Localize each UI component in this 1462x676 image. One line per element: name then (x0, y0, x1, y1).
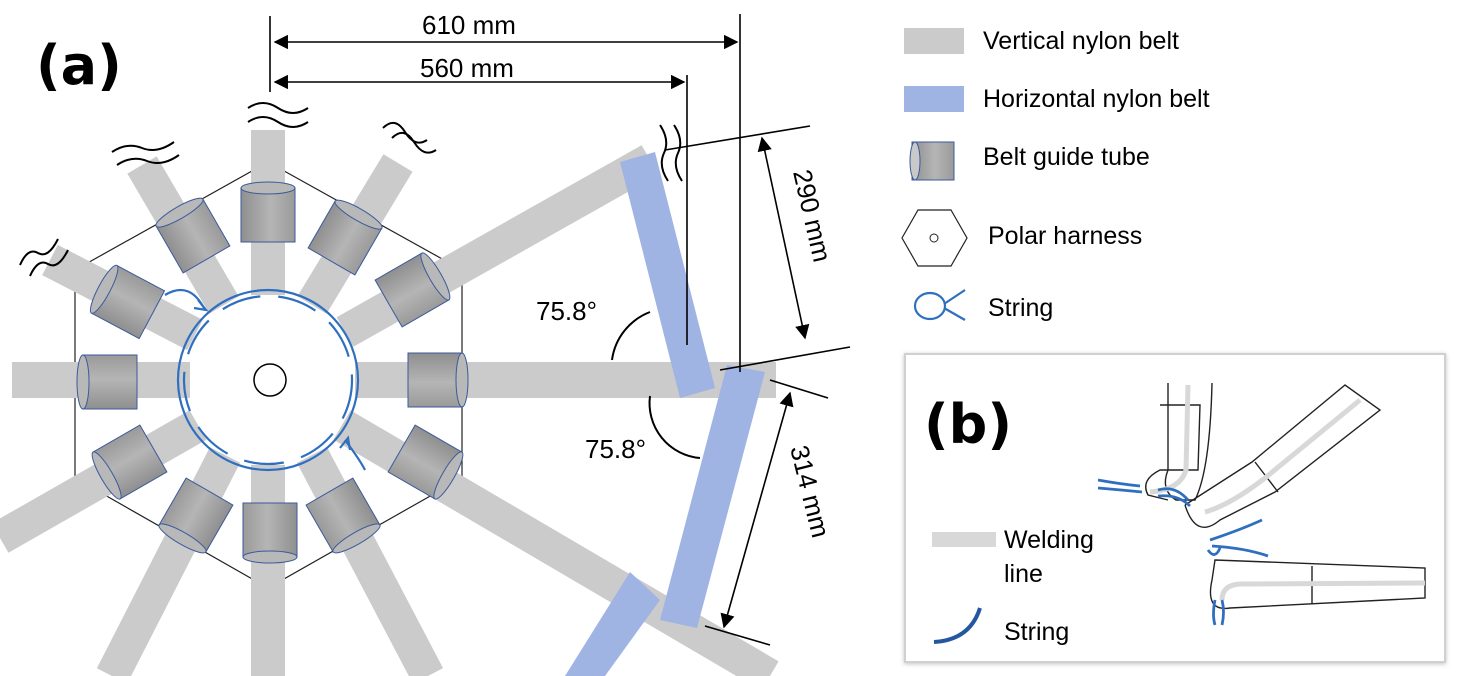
vertical-belt (0, 410, 207, 553)
angle-upper-label: 75.8° (536, 296, 597, 326)
string (1220, 599, 1225, 626)
string (1097, 486, 1143, 494)
string-loop (339, 435, 352, 451)
panel-b-strings (1097, 478, 1269, 626)
belt-guide-tube (387, 424, 464, 500)
belt-guide-tube (89, 264, 166, 340)
belt-guide-tube (158, 477, 234, 554)
legend-string-icon (913, 289, 966, 321)
horizontal-belt (565, 572, 660, 676)
belt-guide-tube (240, 181, 296, 243)
break-mark (673, 124, 683, 182)
legend-vertical-belt-label: Vertical nylon belt (983, 27, 1179, 55)
angle-arc-upper (611, 311, 651, 361)
welding-line-label-2: line (1004, 560, 1043, 588)
extension-line (664, 125, 811, 151)
string-loop (344, 439, 366, 471)
string-legend-icon (933, 607, 982, 644)
string-ring (176, 288, 360, 472)
break-mark (382, 121, 428, 144)
welding-line-label-1: Welding (1004, 526, 1094, 554)
panel-b-label: (b) (924, 393, 1012, 456)
belt-guide-tube (407, 352, 469, 408)
legend-string-label: String (988, 294, 1053, 322)
belt-guide-tube (374, 252, 451, 328)
horizontal-belt (660, 365, 765, 628)
belt-guide-tube (305, 477, 381, 554)
dimension-lines (269, 14, 851, 646)
belt-guide-tube (242, 502, 298, 564)
legend-horizontal-belt-label: Horizontal nylon belt (983, 85, 1210, 113)
welding-line (1219, 580, 1426, 601)
angle-lower-label: 75.8° (585, 434, 646, 464)
break-mark (29, 249, 69, 277)
legend-polar-harness-icon (901, 209, 968, 267)
string (1157, 487, 1190, 501)
belt-outline (1209, 559, 1426, 610)
welding-line (1149, 384, 1191, 495)
legend-guide-tube-label: Belt guide tube (983, 143, 1150, 171)
legend: Vertical nylon belt Horizontal nylon bel… (901, 27, 1210, 322)
belt-guide-tube (307, 199, 383, 276)
legend-guide-tube-icon (909, 141, 955, 181)
horizontal-belt (620, 152, 715, 398)
polar-harness-hole (253, 363, 287, 397)
belt-outline (1184, 384, 1382, 528)
legend-horizontal-belt-swatch (904, 86, 964, 112)
string-loop (193, 299, 209, 312)
break-mark (659, 124, 669, 182)
extension-line (719, 346, 851, 371)
dim-lower-label: 314 mm (784, 442, 836, 540)
legend-vertical-belt-swatch (904, 28, 964, 54)
dimension-arrow-314 (720, 391, 794, 629)
guide-tubes (76, 181, 469, 564)
belt-guide-tube (155, 197, 231, 274)
dimension-arrow-290 (757, 136, 810, 340)
string-ring-inner (182, 294, 354, 466)
legend-polar-harness-label: Polar harness (988, 222, 1142, 250)
dim-outer-label: 610 mm (422, 10, 516, 40)
string (1157, 494, 1191, 508)
string (1209, 518, 1263, 542)
panel-a-label: (a) (36, 34, 122, 97)
panel-b-string-label: String (1004, 618, 1069, 646)
panel-b: (b) (904, 353, 1446, 663)
welding-lines (1149, 384, 1426, 601)
belt-guide-tube (91, 424, 168, 500)
break-mark (111, 141, 175, 153)
break-mark (247, 102, 309, 114)
string (1206, 547, 1222, 556)
dim-upper-label: 290 mm (787, 167, 837, 265)
panel-a: (a) (0, 10, 851, 676)
break-mark (247, 116, 309, 128)
break-mark (391, 131, 437, 154)
break-mark (19, 238, 59, 266)
welding-line (1204, 398, 1362, 515)
belt-break-marks (19, 102, 683, 277)
string (1211, 544, 1269, 558)
welding-line-swatch (932, 532, 996, 547)
center-strings (164, 288, 366, 472)
dim-inner-label: 560 mm (420, 53, 514, 83)
break-mark (116, 154, 180, 166)
welded-belts-sketch (1145, 382, 1426, 610)
string (1097, 478, 1141, 488)
extension-line (769, 379, 829, 399)
string (1212, 599, 1217, 626)
belt-guide-tube (76, 354, 138, 410)
extension-line (704, 625, 771, 646)
belt-outline (1164, 382, 1213, 501)
angle-arc-lower (648, 395, 701, 459)
angle-arcs (611, 311, 701, 459)
vertical-belt (296, 447, 444, 676)
